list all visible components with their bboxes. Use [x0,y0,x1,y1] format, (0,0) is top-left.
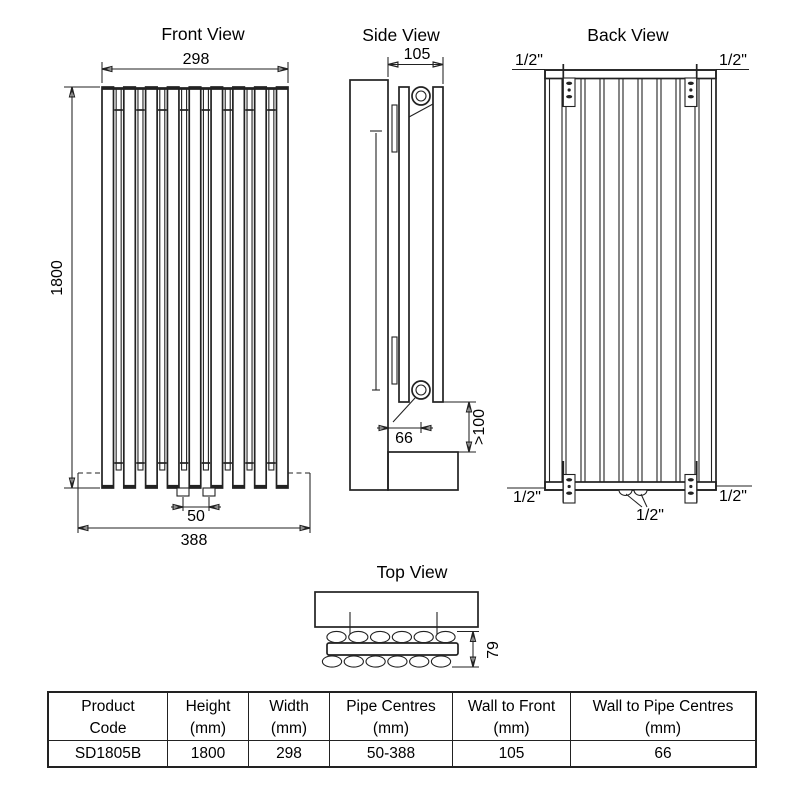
col-header-height: Height(mm) [168,693,249,741]
depth-dimension: 105 [387,46,444,84]
front-pipe-stub-left [176,487,190,497]
side-tube-rear [398,86,410,403]
connection-bottom-centre: 1/2" [636,507,664,524]
front-radiator-body [101,86,289,489]
top-wall-section [314,591,479,628]
top-rear-tubes [326,630,456,644]
technical-drawing: Front View 298 1800 [49,24,752,668]
back-view: Back View 1/2" 1/2" 1/2" 1/2" 1/2" [507,25,752,524]
cell-wall-to-pipe-centres: 66 [654,745,672,762]
side-bottom-pipe-inner [415,384,427,396]
back-pipe-stub-left [618,489,633,497]
cell-pipe-centres: 50-388 [330,741,453,767]
cell-height: 1800 [168,741,249,767]
cell-product-code: SD1805B [49,741,168,767]
back-mounting-brackets [562,64,698,504]
top-view: Top View 79 [314,562,502,668]
front-view: Front View 298 1800 [49,24,312,549]
front-width-dimension: 298 [101,51,289,83]
connection-labels: 1/2" 1/2" 1/2" 1/2" 1/2" [507,52,752,524]
wall-to-pipe-value: 66 [395,430,413,447]
cell-width: 298 [249,741,330,767]
back-view-title: Back View [587,25,669,45]
side-view: Side View 105 66 [349,25,488,491]
side-top-brace [408,103,434,118]
pipe-centres-min-value: 50 [187,508,205,525]
front-height-dimension: 1800 [49,86,100,489]
connection-top-right: 1/2" [719,52,747,69]
side-bracket-bottom [391,336,398,385]
front-width-value: 298 [183,51,210,68]
connection-bottom-right: 1/2" [719,488,747,505]
top-front-tubes [321,655,452,668]
side-bracket-top [391,104,398,153]
pipe-centres-max-dimension: 388 [77,473,311,549]
top-depth-value: 79 [485,641,502,659]
back-radiator-tubes [548,78,713,482]
front-pipe-stub-right [202,487,216,497]
wall-section [349,79,389,491]
col-header-wall-to-front: Wall to Front(mm) [453,693,571,741]
side-tube-front [432,86,444,403]
floor-ledge [387,451,459,491]
top-centre-bar [326,642,459,656]
back-top-header [544,69,717,80]
back-outline [544,69,717,491]
side-top-pipe-inner [415,90,427,102]
pipe-centres-min-dimension: 50 [171,497,221,525]
top-depth-dimension: 79 [452,630,502,668]
cell-wall-to-front: 105 [453,741,571,767]
floor-clearance-dimension: >100 [443,401,488,453]
pipe-centres-max-value: 388 [181,532,208,549]
floor-clearance-value: >100 [471,409,488,445]
col-header-width: Width(mm) [249,693,330,741]
front-height-value: 1800 [49,260,66,296]
col-header-wall-to-pipe-centres: Wall to Pipe Centres(mm) [571,693,755,741]
connection-top-left: 1/2" [515,52,543,69]
side-view-title: Side View [362,25,440,45]
wall-to-pipe-dimension: 66 [377,397,433,447]
depth-value: 105 [404,46,431,63]
connection-bottom-left: 1/2" [513,489,541,506]
col-header-pipe-centres: Pipe Centres(mm) [330,693,453,741]
back-pipe-stub-right [633,489,648,497]
top-view-title: Top View [377,562,448,582]
front-view-title: Front View [161,24,245,44]
